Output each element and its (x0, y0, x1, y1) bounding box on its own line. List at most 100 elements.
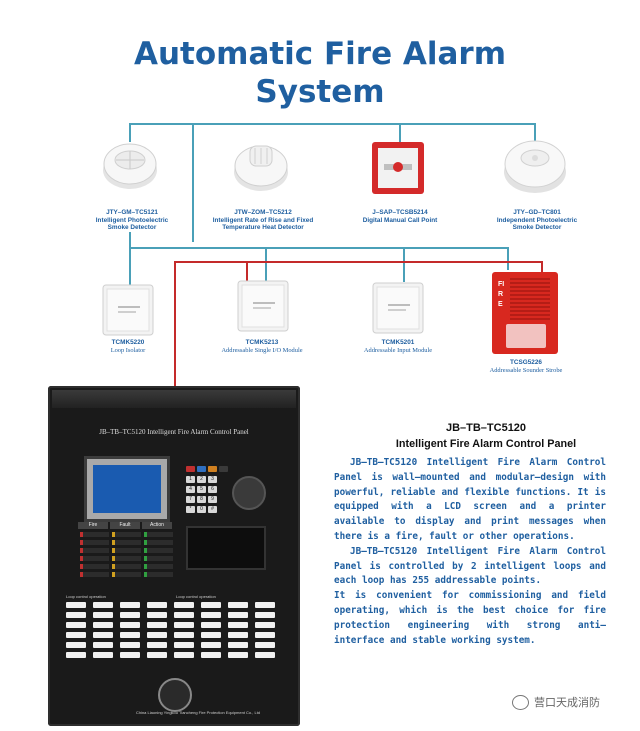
loop-control-button[interactable] (120, 632, 140, 638)
loop-control-button[interactable] (174, 612, 194, 618)
loop-control-button[interactable] (120, 612, 140, 618)
loop-control-button[interactable] (255, 622, 275, 628)
loop-control-button[interactable] (147, 652, 167, 658)
keypad-digit-key[interactable]: # (208, 506, 217, 513)
loop-control-button[interactable] (255, 602, 275, 608)
loop-control-button[interactable] (228, 622, 248, 628)
input-module-icon (372, 282, 424, 334)
keypad-digit-key[interactable]: * (186, 506, 195, 513)
loop-control-button[interactable] (66, 602, 86, 608)
title-line-2: System (255, 74, 385, 110)
device-label-independent-detector: JTY–GD–TC801 Independent Photoelectric S… (482, 209, 592, 232)
loop-control-button[interactable] (174, 652, 194, 658)
loop-control-button[interactable] (66, 632, 86, 638)
loop-control-button[interactable] (66, 622, 86, 628)
status-led (80, 564, 109, 569)
device-desc: Independent Photoelectric Smoke Detector (496, 216, 578, 232)
status-led (144, 532, 173, 537)
loop-control-button[interactable] (147, 632, 167, 638)
module-code: TCMK5220 (111, 339, 145, 346)
loop-control-button[interactable] (174, 622, 194, 628)
loop-control-button[interactable] (255, 652, 275, 658)
module-code: TCMK5201 (381, 339, 415, 346)
loop-control-button[interactable] (228, 602, 248, 608)
loop-control-button[interactable] (174, 632, 194, 638)
panel-name: Intelligent Fire Alarm Control Panel (395, 438, 577, 450)
loop-control-button[interactable] (147, 622, 167, 628)
loop-control-button[interactable] (228, 642, 248, 648)
loop-control-button[interactable] (93, 602, 113, 608)
loop-control-button[interactable] (201, 612, 221, 618)
loop-control-button[interactable] (66, 612, 86, 618)
wechat-icon (512, 694, 529, 710)
loop-control-button[interactable] (120, 622, 140, 628)
loop-control-button[interactable] (93, 642, 113, 648)
loop-section-label: Loop control operation (66, 594, 106, 599)
status-led (144, 540, 173, 545)
module-label-loop-isolator: TCMK5220 Loop Isolator (92, 339, 164, 355)
keypad-digit-key[interactable]: 8 (197, 496, 206, 503)
status-led (112, 532, 141, 537)
keypad-digit-key[interactable]: 5 (197, 486, 206, 493)
loop-control-button[interactable] (93, 622, 113, 628)
loop-control-button[interactable] (255, 642, 275, 648)
loop-control-button[interactable] (147, 612, 167, 618)
description-paragraph: JB–TB–TC5120 Intelligent Fire Alarm Cont… (334, 457, 606, 542)
panel-model: JB–TB–TC5120 (445, 422, 527, 434)
status-led (80, 572, 109, 577)
loop-control-button[interactable] (201, 602, 221, 608)
navigation-pad[interactable] (232, 476, 266, 510)
keypad-digit-key[interactable]: 4 (186, 486, 195, 493)
loop-control-button[interactable] (66, 642, 86, 648)
panel-plate-text: JB–TB–TC5120 Intelligent Fire Alarm Cont… (99, 428, 249, 436)
loop-control-button[interactable] (120, 642, 140, 648)
keypad-digit-key[interactable]: 9 (208, 496, 217, 503)
module-desc: Loop Isolator (110, 347, 146, 354)
loop-control-button[interactable] (255, 632, 275, 638)
loop-control-button[interactable] (228, 612, 248, 618)
status-led (80, 540, 109, 545)
heat-detector-icon (234, 145, 288, 191)
loop-control-button[interactable] (93, 612, 113, 618)
status-led (112, 548, 141, 553)
loop-control-button[interactable] (201, 622, 221, 628)
keypad-digit-key[interactable]: 2 (197, 476, 206, 483)
device-code: JTY–GD–TC801 (513, 209, 561, 216)
loop-control-button[interactable] (228, 652, 248, 658)
independent-smoke-detector-icon (504, 140, 566, 193)
loop-control-button[interactable] (174, 602, 194, 608)
status-led (144, 564, 173, 569)
loop-control-button[interactable] (120, 602, 140, 608)
keypad-digit-key[interactable]: 7 (186, 496, 195, 503)
keypad-digit-key[interactable]: 0 (197, 506, 206, 513)
title-line-1: Automatic Fire Alarm (133, 36, 507, 72)
keypad-function-key[interactable] (208, 466, 217, 472)
loop-control-button[interactable] (120, 652, 140, 658)
status-led (112, 564, 141, 569)
description-paragraph: It is convenient for commissioning and f… (334, 590, 606, 646)
keypad-digit-key[interactable]: 6 (208, 486, 217, 493)
loop-control-button[interactable] (228, 632, 248, 638)
keypad-function-key[interactable] (186, 466, 195, 472)
loop-control-button[interactable] (93, 652, 113, 658)
device-desc: Digital Manual Call Point (362, 216, 438, 224)
keypad-function-key[interactable] (197, 466, 206, 472)
loop-control-button[interactable] (147, 602, 167, 608)
loop-control-button[interactable] (201, 652, 221, 658)
loop-control-button[interactable] (147, 642, 167, 648)
loop-control-button[interactable] (174, 642, 194, 648)
loop-control-button[interactable] (255, 612, 275, 618)
keypad-digit-key[interactable]: 3 (208, 476, 217, 483)
loop-bus-line (130, 247, 509, 270)
keypad-function-key[interactable] (219, 466, 228, 472)
loop-control-button[interactable] (201, 642, 221, 648)
sounder-strobe-icon: FIRE (492, 272, 558, 354)
loop-control-button[interactable] (66, 652, 86, 658)
loop-control-button[interactable] (201, 632, 221, 638)
loop-control-button[interactable] (93, 632, 113, 638)
keypad-digit-key[interactable]: 1 (186, 476, 195, 483)
module-label-single-io: TCMK5213 Addressable Single I/O Module (202, 339, 322, 355)
